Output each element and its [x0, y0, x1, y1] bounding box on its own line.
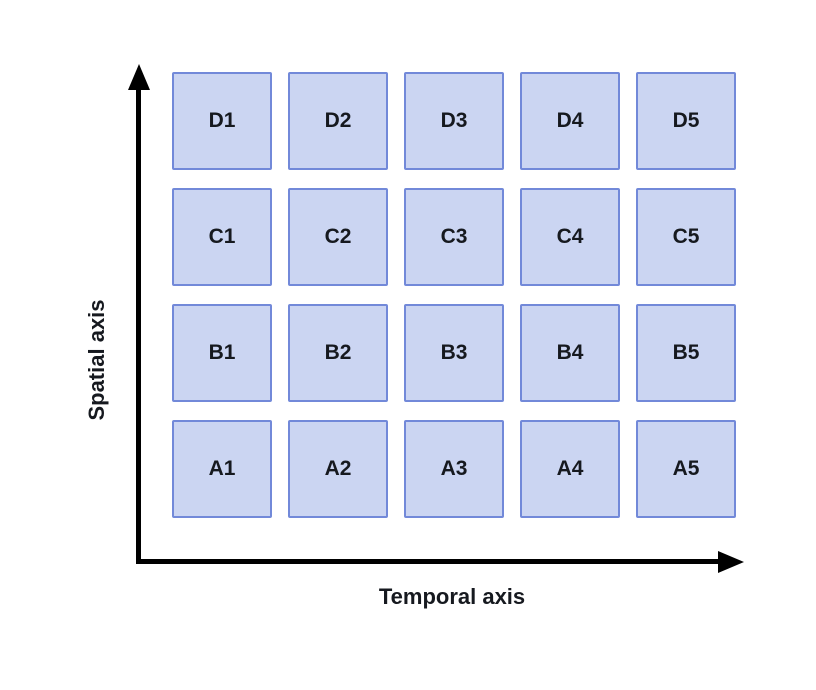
grid-cell-d2: D2	[288, 72, 388, 170]
arrow-up-icon	[128, 64, 150, 90]
grid-cell-b2: B2	[288, 304, 388, 402]
grid-cell-d1: D1	[172, 72, 272, 170]
grid-cell-c3: C3	[404, 188, 504, 286]
x-axis-line	[136, 559, 722, 564]
grid-cell-b1: B1	[172, 304, 272, 402]
grid-cell-c4: C4	[520, 188, 620, 286]
grid-cell-a5: A5	[636, 420, 736, 518]
grid-cell-d5: D5	[636, 72, 736, 170]
arrow-right-icon	[718, 551, 744, 573]
grid-cell-c5: C5	[636, 188, 736, 286]
y-axis-label: Spatial axis	[84, 299, 109, 421]
grid-cell-a3: A3	[404, 420, 504, 518]
grid-cell-a4: A4	[520, 420, 620, 518]
grid-cell-c1: C1	[172, 188, 272, 286]
grid-cell-d4: D4	[520, 72, 620, 170]
grid-cell-d3: D3	[404, 72, 504, 170]
grid-cell-b5: B5	[636, 304, 736, 402]
grid-cell-b3: B3	[404, 304, 504, 402]
y-axis-line	[136, 80, 141, 564]
grid-cell-b4: B4	[520, 304, 620, 402]
x-axis-label: Temporal axis	[378, 584, 526, 609]
grid-cell-c2: C2	[288, 188, 388, 286]
grid-cell-a1: A1	[172, 420, 272, 518]
grid-cell-a2: A2	[288, 420, 388, 518]
